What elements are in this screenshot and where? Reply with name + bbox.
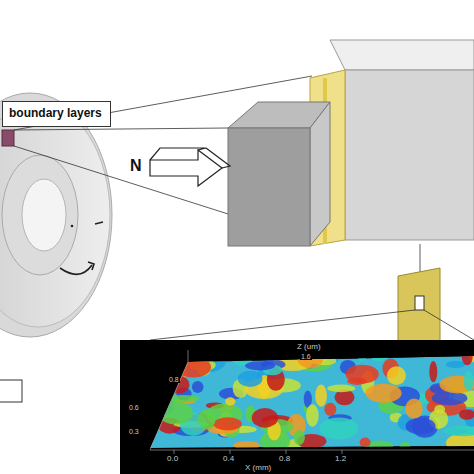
axis-label: Z (um) [296,343,322,351]
box-text: boundary layers [9,106,104,120]
axis-label: 1.2 [334,455,347,463]
surface-blob [315,385,327,407]
axis-label: 0.4 [222,455,235,463]
surface-blob [157,372,181,388]
surface-blob [444,426,474,436]
surface-blob [225,397,235,405]
surface-blob [319,418,358,440]
surface-blob [405,399,422,420]
surface-blob [168,376,190,394]
surface-blob [146,361,164,376]
surface-blob [252,408,278,428]
surface-blob [233,441,260,450]
surface-blob [158,401,193,424]
axis-label: 0.8 [278,455,291,463]
surface-blob [170,357,184,368]
force-label: N [130,158,142,174]
surface-blob [198,409,215,429]
axis-label: 0.3 [128,428,140,435]
surface-profile [120,340,474,474]
surface-blob [371,353,387,361]
surface-blob [238,371,263,387]
surface-blob [297,349,323,368]
surface-blob [294,430,305,445]
surface-blob [399,442,411,456]
surface-blob [387,366,406,385]
surface-blob [346,365,379,384]
surface-blob [245,361,275,370]
surface-blob [176,357,211,378]
surface-blob [306,404,319,426]
surface-blob [446,361,465,368]
axis-label: X (mm) [244,464,272,472]
surface-blob [459,409,474,419]
surface-blob [358,352,367,361]
surface-blob [324,403,336,416]
axis-label: 1.6 [300,353,312,360]
force-arrow [150,148,230,186]
surface-blob [327,385,355,393]
disc [0,93,112,402]
surface-blob [142,375,160,396]
label-box: boundary layers [2,101,111,127]
counter-body [310,40,474,246]
surface-blob [406,418,436,435]
surface-blob [366,384,402,403]
surface-blob [214,417,242,430]
axis-label: 0.0 [166,455,179,463]
surface-blob [429,361,437,382]
surface-blob [148,395,170,411]
surface-blob [462,348,473,365]
surface-blob [189,352,217,360]
surface-blob [139,383,166,397]
pin-block [228,102,330,246]
surface-blob [464,371,474,391]
axis-label: 0.6 [128,404,140,411]
axis-label: 0.8 [168,376,180,383]
surface-blob [360,438,371,448]
surface-blob [192,381,204,393]
